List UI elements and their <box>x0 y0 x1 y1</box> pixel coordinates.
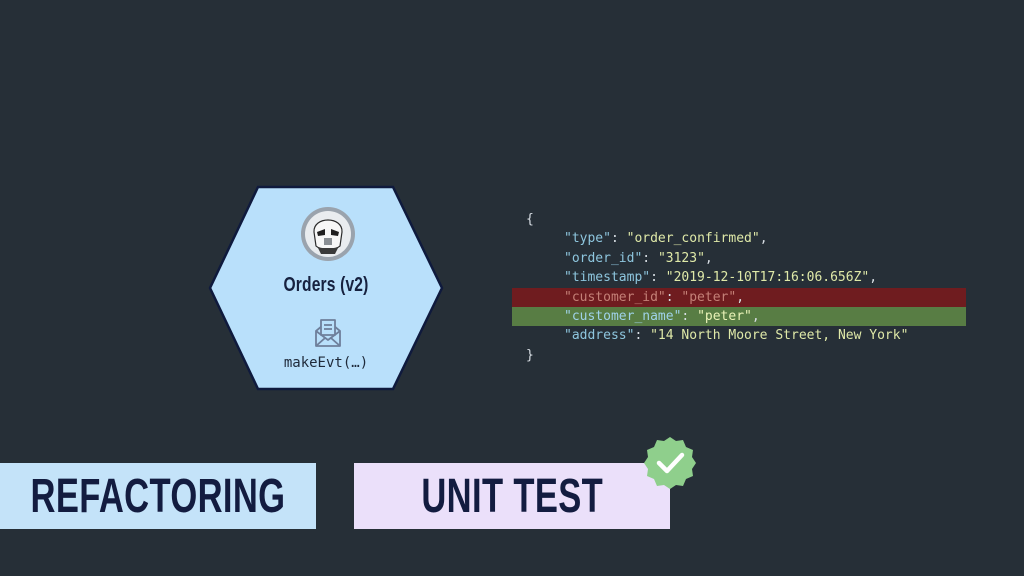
service-name: Orders (v2) <box>283 274 369 296</box>
json-value: "peter" <box>681 289 737 305</box>
refactoring-tag: REFACTORING <box>0 463 316 529</box>
json-trail: , <box>704 250 713 266</box>
json-trail: , <box>869 270 878 286</box>
json-line-timestamp: "timestamp": "2019-12-10T17:16:06.656Z", <box>564 270 878 286</box>
envelope-icon <box>315 319 341 347</box>
json-trail: , <box>736 289 745 305</box>
json-open-brace: { <box>526 212 534 227</box>
event-json-code: { "type": "order_confirmed", "order_id":… <box>512 210 966 365</box>
json-line-customer-name-added: "customer_name": "peter", <box>512 306 966 327</box>
json-key: "customer_id" <box>564 289 666 305</box>
stormtrooper-avatar-icon <box>301 207 355 261</box>
json-value: "order_confirmed" <box>626 231 760 247</box>
json-key: "type" <box>564 231 611 247</box>
checkmark-badge-icon <box>644 437 696 489</box>
json-line-customer-id-removed: "customer_id": "peter", <box>512 287 966 307</box>
json-trail: , <box>759 231 768 247</box>
json-trail: , <box>751 308 760 324</box>
service-method: makeEvt(…) <box>283 355 369 371</box>
service-hexagon <box>208 185 444 391</box>
json-key: "address" <box>564 328 635 344</box>
json-value: "14 North Moore Street, New York" <box>650 328 909 344</box>
unit-test-label: UNIT TEST <box>421 469 603 523</box>
json-value: "peter" <box>697 308 752 324</box>
json-value: "3123" <box>657 250 705 266</box>
json-line-type: "type": "order_confirmed", <box>564 231 768 247</box>
json-line-address: "address": "14 North Moore Street, New Y… <box>564 328 909 344</box>
unit-test-tag: UNIT TEST <box>354 463 670 529</box>
refactoring-label: REFACTORING <box>30 469 286 523</box>
json-line-order-id: "order_id": "3123", <box>564 250 713 266</box>
json-key: "customer_name" <box>564 308 682 324</box>
json-value: "2019-12-10T17:16:06.656Z" <box>665 270 870 286</box>
json-close-brace: } <box>526 347 534 363</box>
json-key: "timestamp" <box>564 270 651 286</box>
json-key: "order_id" <box>564 250 643 266</box>
